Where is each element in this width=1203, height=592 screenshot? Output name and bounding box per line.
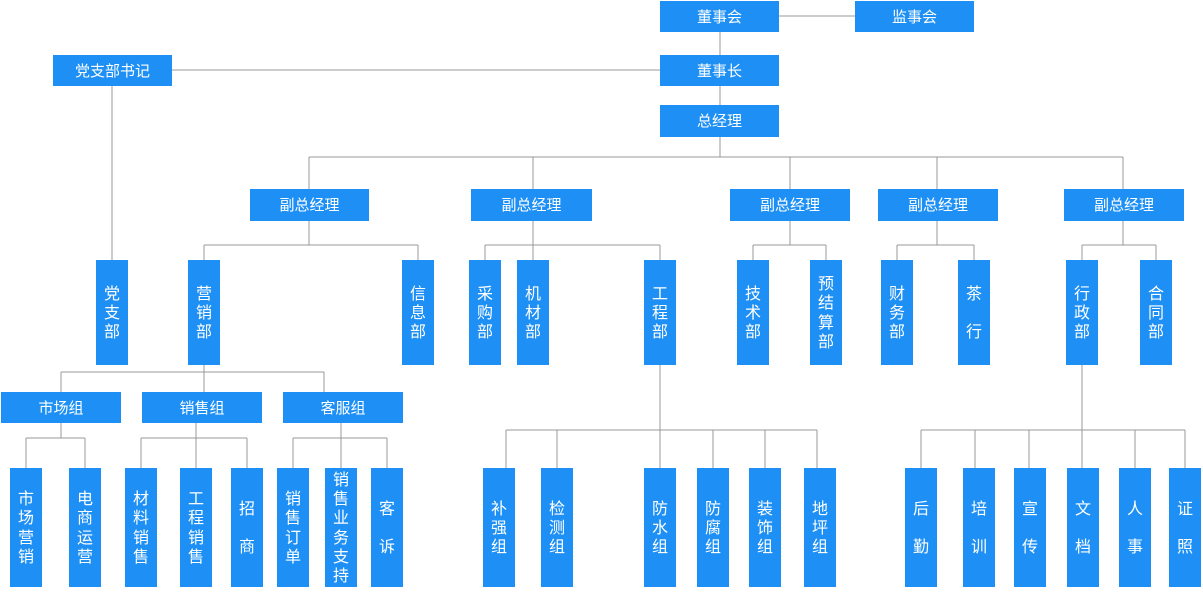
node-supervisors: 监事会 <box>855 1 974 32</box>
node-marketing-dept: 营 销 部 <box>188 260 220 365</box>
node-vp-1: 副总经理 <box>250 189 369 221</box>
node-party-branch: 党 支 部 <box>96 260 128 365</box>
node-floor-group: 地 坪 组 <box>804 468 836 587</box>
node-market-group: 市场组 <box>1 392 121 423</box>
node-project-sales: 工 程 销 售 <box>180 468 212 587</box>
node-reinforce-group: 补 强 组 <box>483 468 515 587</box>
node-publicity: 宣 传 <box>1014 468 1046 587</box>
node-budget-dept: 预 结 算 部 <box>810 260 842 365</box>
node-archives: 文 档 <box>1067 468 1099 587</box>
node-contract-dept: 合 同 部 <box>1140 260 1172 365</box>
node-engineering-dept: 工 程 部 <box>644 260 676 365</box>
node-sales-order: 销 售 订 单 <box>277 468 309 587</box>
node-finance-dept: 财 务 部 <box>881 260 913 365</box>
node-anticorrosion-group: 防 腐 组 <box>697 468 729 587</box>
node-party-secretary: 党支部书记 <box>53 55 172 86</box>
node-vp-4: 副总经理 <box>878 189 998 221</box>
node-vp-2: 副总经理 <box>471 189 592 221</box>
node-logistics: 后 勤 <box>905 468 937 587</box>
node-admin-dept: 行 政 部 <box>1066 260 1098 365</box>
node-material-sales: 材 料 销 售 <box>125 468 157 587</box>
node-market-marketing: 市 场 营 销 <box>10 468 42 587</box>
node-sales-support: 销 售 业 务 支 持 <box>325 468 357 587</box>
node-board: 董事会 <box>660 1 779 32</box>
node-vp-3: 副总经理 <box>730 189 850 221</box>
node-equipment-dept: 机 材 部 <box>517 260 549 365</box>
node-hr: 人 事 <box>1119 468 1151 587</box>
node-general-manager: 总经理 <box>660 105 779 137</box>
node-complaints: 客 诉 <box>371 468 403 587</box>
node-tea-dept: 茶 行 <box>958 260 990 365</box>
node-decoration-group: 装 饰 组 <box>749 468 781 587</box>
node-vp-5: 副总经理 <box>1064 189 1184 221</box>
node-sales-group: 销售组 <box>142 392 262 423</box>
node-service-group: 客服组 <box>283 392 403 423</box>
node-info-dept: 信 息 部 <box>402 260 434 365</box>
node-purchasing-dept: 采 购 部 <box>469 260 501 365</box>
node-chairman: 董事长 <box>660 55 779 86</box>
node-ecommerce: 电 商 运 营 <box>69 468 101 587</box>
node-training: 培 训 <box>963 468 995 587</box>
node-recruit: 招 商 <box>231 468 263 587</box>
node-inspection-group: 检 测 组 <box>541 468 573 587</box>
node-technology-dept: 技 术 部 <box>737 260 769 365</box>
node-certificates: 证 照 <box>1169 468 1201 587</box>
node-waterproof-group: 防 水 组 <box>644 468 676 587</box>
